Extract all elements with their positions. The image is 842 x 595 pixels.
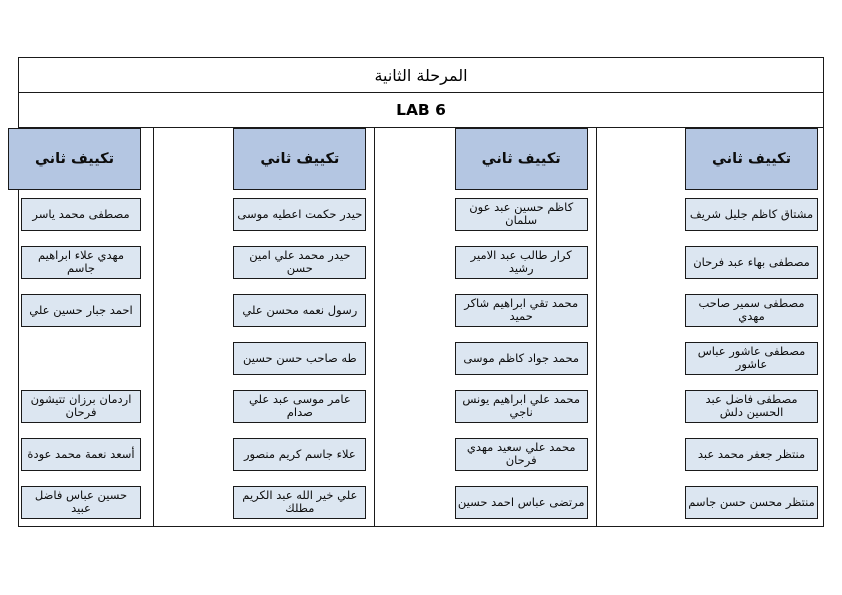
student-name-cell: رسول نعمه محسن علي [233,293,367,327]
column-3-header-row: تكييف ثاني [154,128,374,190]
table-row: حسين عباس فاضل عبيد [19,478,153,526]
table-row: مصطفى عاشور عباس عاشور [597,334,823,382]
student-column-4: تكييف ثاني مصطفى محمد ياسر مهدي علاء ابر… [8,128,153,526]
student-column-3: تكييف ثاني حيدر حكمت اعطيه موسى حيدر محم… [153,128,374,526]
student-name-cell: منتظر محسن حسن جاسم [685,485,819,519]
table-row: حيدر حكمت اعطيه موسى [154,190,374,238]
lab-title-row: LAB 6 [19,93,823,128]
student-name-cell: محمد جواد كاظم موسى [454,341,588,375]
student-name-cell: مهدي علاء ابراهيم جاسم [21,245,141,279]
attendance-sheet-table: المرحلة الثانية LAB 6 تكييف ثاني مشتاق ك… [8,57,824,527]
student-grid: تكييف ثاني مشتاق كاظم جليل شريف مصطفى به… [8,128,823,526]
table-row: محمد تقي ابراهيم شاكر حميد [375,286,595,334]
column-4-header-row: تكييف ثاني [8,128,153,190]
student-name-cell: حيدر محمد علي امين حسن [233,245,367,279]
column-1-header-row: تكييف ثاني [597,128,823,190]
table-row: حيدر محمد علي امين حسن [154,238,374,286]
column-1-header-cell: تكييف ثاني [685,128,819,190]
student-name-cell: مصطفى بهاء عبد فرحان [685,245,819,279]
student-name-cell: محمد علي سعيد مهدي فرحان [454,437,588,471]
stage-title: المرحلة الثانية [374,65,468,85]
table-row: مصطفى فاضل عبد الحسين دلش [597,382,823,430]
table-row: مصطفى سمير صاحب مهدي [597,286,823,334]
student-name-cell: علي خير الله عبد الكريم مطلك [233,485,367,519]
table-row [19,334,153,382]
table-row: احمد جبار حسين علي [19,286,153,334]
table-row: علاء جاسم كريم منصور [154,430,374,478]
table-row: مصطفى بهاء عبد فرحان [597,238,823,286]
table-row: مرتضى عباس احمد حسين [375,478,595,526]
table-row: محمد علي ابراهيم يونس ناجي [375,382,595,430]
table-row: رسول نعمه محسن علي [154,286,374,334]
column-3-header-cell: تكييف ثاني [233,128,367,190]
student-name-cell: مصطفى عاشور عباس عاشور [685,341,819,375]
table-row: طه صاحب حسن حسين [154,334,374,382]
column-2-header-cell: تكييف ثاني [454,128,588,190]
lab-title: LAB 6 [396,101,446,119]
column-4-header-cell: تكييف ثاني [8,128,141,190]
student-name-cell: علاء جاسم كريم منصور [233,437,367,471]
table-row: عامر موسى عبد علي صدام [154,382,374,430]
student-name-cell: محمد علي ابراهيم يونس ناجي [454,389,588,423]
table-row: أسعد نعمة محمد عودة [19,430,153,478]
student-name-cell: مصطفى محمد ياسر [21,197,141,231]
table-row: منتظر محسن حسن جاسم [597,478,823,526]
student-name-cell: مشتاق كاظم جليل شريف [685,197,819,231]
student-name-cell: احمد جبار حسين علي [21,293,141,327]
student-name-cell: طه صاحب حسن حسين [233,341,367,375]
table-row: كرار طالب عبد الامير رشيد [375,238,595,286]
table-row: علي خير الله عبد الكريم مطلك [154,478,374,526]
student-name-cell: مرتضى عباس احمد حسين [454,485,588,519]
empty-name-cell [21,342,141,375]
table-row: مصطفى محمد ياسر [19,190,153,238]
student-name-cell: حسين عباس فاضل عبيد [21,485,141,519]
column-2-header-row: تكييف ثاني [375,128,595,190]
table-row: مهدي علاء ابراهيم جاسم [19,238,153,286]
student-name-cell: كاظم حسين عبد عون سلمان [454,197,588,231]
student-name-cell: أسعد نعمة محمد عودة [21,437,141,471]
student-name-cell: منتظر جعفر محمد عبد [685,437,819,471]
student-name-cell: عامر موسى عبد علي صدام [233,389,367,423]
table-row: محمد جواد كاظم موسى [375,334,595,382]
student-name-cell: مصطفى سمير صاحب مهدي [685,293,819,327]
student-name-cell: اردمان برزان تتيشون فرحان [21,389,141,423]
table-row: كاظم حسين عبد عون سلمان [375,190,595,238]
table-row: منتظر جعفر محمد عبد [597,430,823,478]
student-column-1: تكييف ثاني مشتاق كاظم جليل شريف مصطفى به… [595,128,823,526]
table-row: اردمان برزان تتيشون فرحان [19,382,153,430]
student-name-cell: محمد تقي ابراهيم شاكر حميد [454,293,588,327]
table-row: مشتاق كاظم جليل شريف [597,190,823,238]
student-name-cell: كرار طالب عبد الامير رشيد [454,245,588,279]
student-column-2: تكييف ثاني كاظم حسين عبد عون سلمان كرار … [374,128,595,526]
student-name-cell: حيدر حكمت اعطيه موسى [233,197,367,231]
student-name-cell: مصطفى فاضل عبد الحسين دلش [685,389,819,423]
table-row: محمد علي سعيد مهدي فرحان [375,430,595,478]
stage-title-row: المرحلة الثانية [19,58,823,93]
